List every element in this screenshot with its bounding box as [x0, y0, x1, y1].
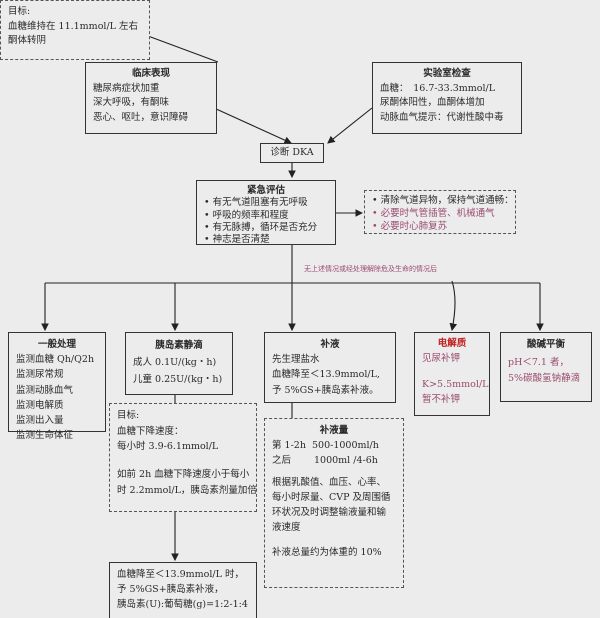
insulin-bottom-line-3: 胰岛素(U):葡萄糖(g)=1:2-1:4 [117, 599, 248, 611]
diagnosis-box: 诊断 DKA [260, 143, 324, 163]
airway-item-2: • 必要时气管插管、机械通气 [372, 207, 495, 219]
goal-top-box: 目标: 血糖维持在 11.1mmol/L 左右 酮体转阴 [0, 0, 150, 60]
insulin-bottom-line-2: 予 5%GS+胰岛素补液， [117, 584, 224, 596]
general-line-3: 监测动脉血气 [16, 384, 74, 396]
goal-top-line-1: 血糖维持在 11.1mmol/L 左右 [8, 20, 138, 32]
fluid-box: 补液 先生理盐水 血糖降至＜13.9mmol/L, 予 5%GS+胰岛素补液。 [264, 332, 396, 403]
clinical-line-3: 恶心、呕吐，意识障碍 [93, 112, 189, 124]
general-line-2: 监测尿常规 [16, 369, 64, 381]
acidbase-line-1: pH＜7.1 者， [508, 357, 569, 369]
lab-line-3: 动脉血气提示：代谢性酸中毒 [380, 112, 504, 124]
goal-top-title: 目标: [8, 6, 31, 17]
general-title: 一般处理 [37, 339, 76, 350]
goal-connector [147, 35, 219, 63]
clinical-line-1: 糖尿病症状加重 [93, 82, 160, 94]
electrolyte-title: 电解质 [437, 338, 467, 349]
insulin-goal-spacer [117, 455, 249, 467]
lab-line-2: 尿酮体阳性，血酮体增加 [380, 97, 485, 109]
insulin-goal-box: 目标: 血糖下降速度： 每小时 3.9-6.1mmol/L 如前 2h 血糖下降… [109, 403, 257, 512]
insulin-bottom-line-1: 血糖降至＜13.9mmol/L 时， [117, 569, 244, 580]
arrow-clinical-to-diagnosis [213, 107, 293, 144]
airway-item-3: • 必要时心肺复苏 [372, 220, 448, 232]
fluid-volume-line-4: 液速度 [272, 522, 301, 534]
electrolyte-spacer [422, 366, 482, 378]
acidbase-line-2: 5%碳酸氢钠静滴 [508, 373, 581, 385]
fluid-volume-spacer [272, 535, 396, 545]
fluid-volume-line-2: 每小时尿量、CVP 及周围循 [272, 491, 391, 503]
fluid-volume-row-1: 第 1-2h 500-1000ml/h [272, 440, 379, 452]
insulin-goal-line-1: 血糖下降速度： [117, 425, 184, 437]
emergency-item-2: • 呼吸的频率和程度 [204, 209, 289, 221]
arrow-lab-to-diagnosis [327, 107, 373, 144]
acidbase-box: 酸碱平衡 pH＜7.1 者， 5%碳酸氢钠静滴 [500, 332, 592, 402]
clinical-line-2: 深大呼吸，有酮味 [93, 97, 170, 109]
airway-box: • 清除气道异物，保持气道通畅： • 必要时气管插管、机械通气 • 必要时心肺复… [364, 190, 516, 234]
fluid-title: 补液 [320, 339, 340, 350]
general-line-6: 监测生命体征 [16, 430, 74, 442]
emergency-item-3: • 有无脉搏，循环是否充分 [204, 222, 318, 234]
insulin-line-1: 成人 0.1U/(kg・h) [133, 357, 217, 369]
goal-top-line-2: 酮体转阴 [8, 35, 47, 47]
lab-line-1: 血糖： 16.7-33.3mmol/L [380, 82, 496, 94]
insulin-box: 胰岛素静滴 成人 0.1U/(kg・h) 儿童 0.25U/(kg・h) [125, 332, 233, 395]
electrolyte-line-3: 暂不补钾 [422, 394, 461, 406]
emergency-item-4: • 神志是否清楚 [204, 234, 270, 246]
fluid-line-1: 先生理盐水 [272, 354, 320, 366]
arrow-to-electrolyte [449, 280, 458, 332]
fluid-volume-line-1: 根据乳酸值、血压、心率、 [272, 476, 387, 488]
general-line-1: 监测血糖 Qh/Q2h [16, 354, 95, 366]
general-box: 一般处理 监测血糖 Qh/Q2h 监测尿常规 监测动脉血气 监测电解质 监测出入… [8, 332, 106, 441]
fluid-volume-line-5: 补液总量约为体重的 10% [272, 547, 382, 559]
electrolyte-line-2: K>5.5mmol/L [422, 379, 489, 391]
fluid-line-3: 予 5%GS+胰岛素补液。 [272, 384, 379, 396]
insulin-goal-line-3: 如前 2h 血糖下降速度小于每小 [117, 469, 250, 481]
airway-item-1: • 清除气道异物，保持气道通畅： [372, 195, 514, 206]
fluid-volume-line-3: 环状况及时调整输液量和输 [272, 506, 387, 518]
emergency-box: 紧急评估 • 有无气道阻塞有无呼吸 • 呼吸的频率和程度 • 有无脉搏，循环是否… [196, 180, 336, 245]
emergency-item-1: • 有无气道阻塞有无呼吸 [204, 197, 308, 209]
diagnosis-label: 诊断 DKA [270, 147, 314, 158]
insulin-goal-line-4: 时 2.2mmol/L，胰岛素剂量加倍 [117, 484, 257, 496]
electrolyte-line-1: 见尿补钾 [422, 352, 461, 364]
insulin-goal-line-2: 每小时 3.9-6.1mmol/L [117, 441, 219, 453]
fluid-volume-title: 补液量 [319, 425, 349, 436]
electrolyte-box: 电解质 见尿补钾 K>5.5mmol/L 暂不补钾 [414, 332, 490, 416]
acidbase-title: 酸碱平衡 [526, 339, 565, 350]
insulin-bottom-box: 血糖降至＜13.9mmol/L 时， 予 5%GS+胰岛素补液， 胰岛素(U):… [109, 562, 257, 618]
insulin-goal-title: 目标: [117, 410, 140, 421]
insulin-line-2: 儿童 0.25U/(kg・h) [133, 374, 223, 386]
emergency-title: 紧急评估 [246, 185, 285, 196]
lab-title: 实验室检查 [423, 68, 471, 79]
lab-box: 实验室检查 血糖： 16.7-33.3mmol/L 尿酮体阳性，血酮体增加 动脉… [372, 62, 522, 134]
fluid-line-2: 血糖降至＜13.9mmol/L, [272, 369, 380, 381]
clinical-title: 临床表现 [131, 68, 170, 79]
insulin-title: 胰岛素静滴 [155, 340, 203, 351]
clinical-box: 临床表现 糖尿病症状加重 深大呼吸，有酮味 恶心、呕吐，意识障碍 [85, 62, 217, 134]
general-line-5: 监测出入量 [16, 414, 64, 426]
general-line-4: 监测电解质 [16, 399, 64, 411]
branch-note: 无上述情况或经处理解除危及生命的情况后 [304, 265, 437, 273]
